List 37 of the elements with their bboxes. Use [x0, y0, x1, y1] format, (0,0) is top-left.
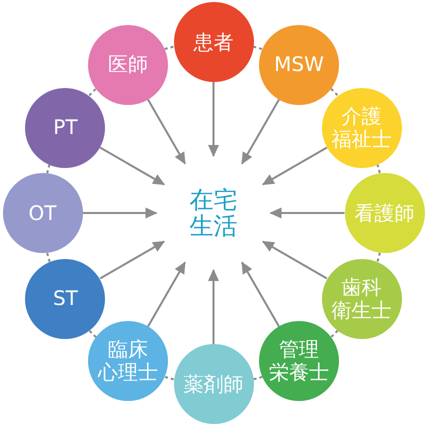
connector-line: [376, 164, 381, 174]
role-circle: PT: [25, 88, 106, 168]
role-circle: 介護福祉士: [322, 88, 402, 168]
connector-line: [330, 88, 338, 96]
role-circle: 薬剤師: [174, 344, 254, 424]
connector-line: [376, 252, 381, 262]
connector-line: [88, 88, 97, 96]
role-circle: 患者: [174, 2, 254, 82]
role-circle: 看護師: [344, 173, 424, 253]
arrow: [208, 269, 219, 344]
arrow: [100, 240, 165, 280]
arrow: [270, 208, 344, 218]
connector-line: [164, 376, 174, 380]
arrow: [241, 99, 280, 164]
role-circle: OT: [2, 173, 82, 253]
connector-line: [164, 46, 174, 50]
arrow: [262, 240, 328, 280]
arrow: [100, 146, 165, 186]
role-circle: ST: [25, 258, 106, 338]
connector-line: [330, 330, 338, 338]
arrow: [147, 262, 186, 327]
arrow: [147, 99, 186, 164]
role-circle: 管理栄養士: [259, 321, 339, 402]
role-circle: 歯科衛生士: [322, 258, 402, 338]
connector-line: [88, 330, 97, 338]
role-circle: 臨床心理士: [88, 321, 168, 402]
connector-line: [46, 252, 51, 262]
arrow: [208, 82, 219, 157]
arrow: [241, 262, 280, 327]
connector-line: [46, 164, 51, 174]
connector-line: [253, 376, 263, 380]
role-circle: MSW: [259, 24, 339, 105]
center-label: 在宅生活: [190, 186, 238, 240]
arrow: [262, 146, 328, 186]
role-circle: 医師: [88, 24, 168, 105]
connector-line: [253, 46, 263, 50]
arrow: [82, 208, 158, 218]
